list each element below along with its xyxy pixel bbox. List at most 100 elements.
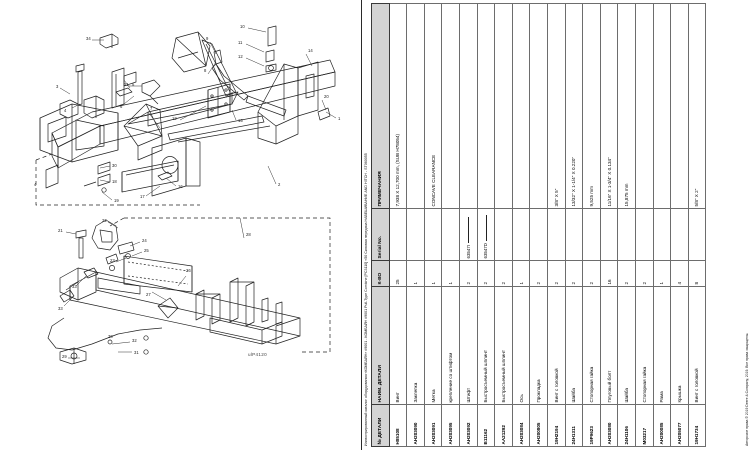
cell-serial — [441, 208, 460, 261]
cell-part-no: B11162 — [477, 404, 495, 447]
cell-qty: 8 — [688, 260, 706, 287]
svg-text:15: 15 — [238, 118, 243, 123]
cell-part-no: 19P9623 — [582, 404, 601, 447]
column-header-serial[interactable]: Serial No. — [371, 208, 390, 261]
cell-part-no: AH203091 — [424, 404, 442, 447]
svg-text:14: 14 — [308, 48, 313, 53]
serial-rule — [485, 215, 487, 242]
svg-text:32: 32 — [132, 338, 137, 343]
cell-notes: 13/32" X 1-1/4" X 0.220" — [565, 3, 583, 209]
cell-serial — [653, 208, 671, 261]
cell-qty: 2 — [459, 260, 478, 287]
svg-text:12: 12 — [238, 54, 243, 59]
cell-serial — [582, 208, 601, 261]
svg-text:19: 19 — [114, 198, 119, 203]
svg-text:21: 21 — [124, 82, 129, 87]
rotated-table-wrapper: Иллюстрированный каталог оборудования «К… — [362, 0, 750, 450]
cell-qty: 25 — [389, 260, 407, 287]
cell-notes — [477, 3, 495, 209]
svg-text:30: 30 — [112, 163, 117, 168]
svg-text:33: 33 — [58, 306, 63, 311]
cell-qty: 1 — [424, 260, 442, 287]
cell-part-no: AH200805 — [529, 404, 548, 447]
cell-part-name: крепление со штифтом — [441, 286, 460, 405]
cell-notes — [441, 3, 460, 209]
svg-text:3: 3 — [56, 84, 59, 89]
column-header-part-name[interactable]: НАИМ. ДЕТАЛИ — [371, 286, 390, 405]
cell-part-no: AH205077 — [670, 404, 689, 447]
cell-part-no: 19H2194 — [547, 404, 566, 447]
svg-text:4: 4 — [64, 108, 67, 113]
cell-serial — [494, 208, 513, 261]
cell-part-name: Плуговый болт — [600, 286, 618, 405]
cell-part-name: Шайба — [565, 286, 583, 405]
svg-text:7: 7 — [150, 106, 153, 111]
cell-qty: 1 — [512, 260, 530, 287]
cell-part-no: 24H1106 — [617, 404, 636, 447]
cell-qty: 2 — [565, 260, 583, 287]
cell-qty: 1 — [406, 260, 425, 287]
cell-serial — [600, 208, 618, 261]
cell-serial — [512, 208, 530, 261]
cell-notes: 9,525 mm — [582, 3, 601, 209]
svg-text:30: 30 — [108, 334, 113, 339]
cell-part-no: AH203095 — [441, 404, 460, 447]
cell-qty: 2 — [529, 260, 548, 287]
cell-qty: 2 — [477, 260, 495, 287]
svg-text:33: 33 — [72, 284, 77, 289]
svg-text:34: 34 — [86, 36, 91, 41]
column-header-part-no[interactable]: № ДЕТАЛИ — [371, 404, 390, 447]
cell-part-name: Прокладка — [529, 286, 548, 405]
svg-text:22: 22 — [102, 218, 107, 223]
cell-notes — [459, 3, 478, 209]
column-header-qty[interactable]: К-ВО — [371, 260, 390, 287]
cell-part-no: AH203092 — [459, 404, 478, 447]
svg-text:6: 6 — [120, 104, 123, 109]
cell-part-no: 19H1734 — [688, 404, 706, 447]
cell-part-name: Винт с головкой — [547, 286, 566, 405]
cell-part-no: AH203090 — [406, 404, 425, 447]
cell-serial — [529, 208, 548, 261]
svg-text:31: 31 — [134, 350, 139, 355]
cell-notes — [635, 3, 653, 209]
svg-text:26: 26 — [186, 268, 191, 273]
exploded-assembly-diagram: 1 2 3 4 5 6 7 8 9 10 11 12 12 14 15 16 1… — [34, 24, 341, 365]
cell-qty: 4 — [670, 260, 689, 287]
document-title: Иллюстрированный каталог оборудования «К… — [364, 153, 368, 446]
column-header-notes[interactable]: ПРИМЕЧАНИЯ — [371, 3, 390, 209]
cell-serial — [617, 208, 636, 261]
cell-serial — [670, 208, 689, 261]
svg-text:10: 10 — [240, 24, 245, 29]
parts-table: № ДЕТАЛИ НАИМ. ДЕТАЛИ К-ВО Serial No. ПР… — [371, 3, 706, 447]
svg-text:1: 1 — [338, 116, 341, 121]
cell-part-name: Рама — [653, 286, 671, 405]
cell-part-no: AH203084 — [512, 404, 530, 447]
cell-qty: 2 — [547, 260, 566, 287]
cell-part-no: 24H1311 — [565, 404, 583, 447]
cell-notes — [512, 3, 530, 209]
cell-serial — [688, 208, 706, 261]
cell-part-name: Шайба — [617, 286, 636, 405]
cell-notes: 3/8" X 5" — [547, 3, 566, 209]
figure-code-label: ulP4120 — [248, 352, 267, 357]
cell-serial — [424, 208, 442, 261]
